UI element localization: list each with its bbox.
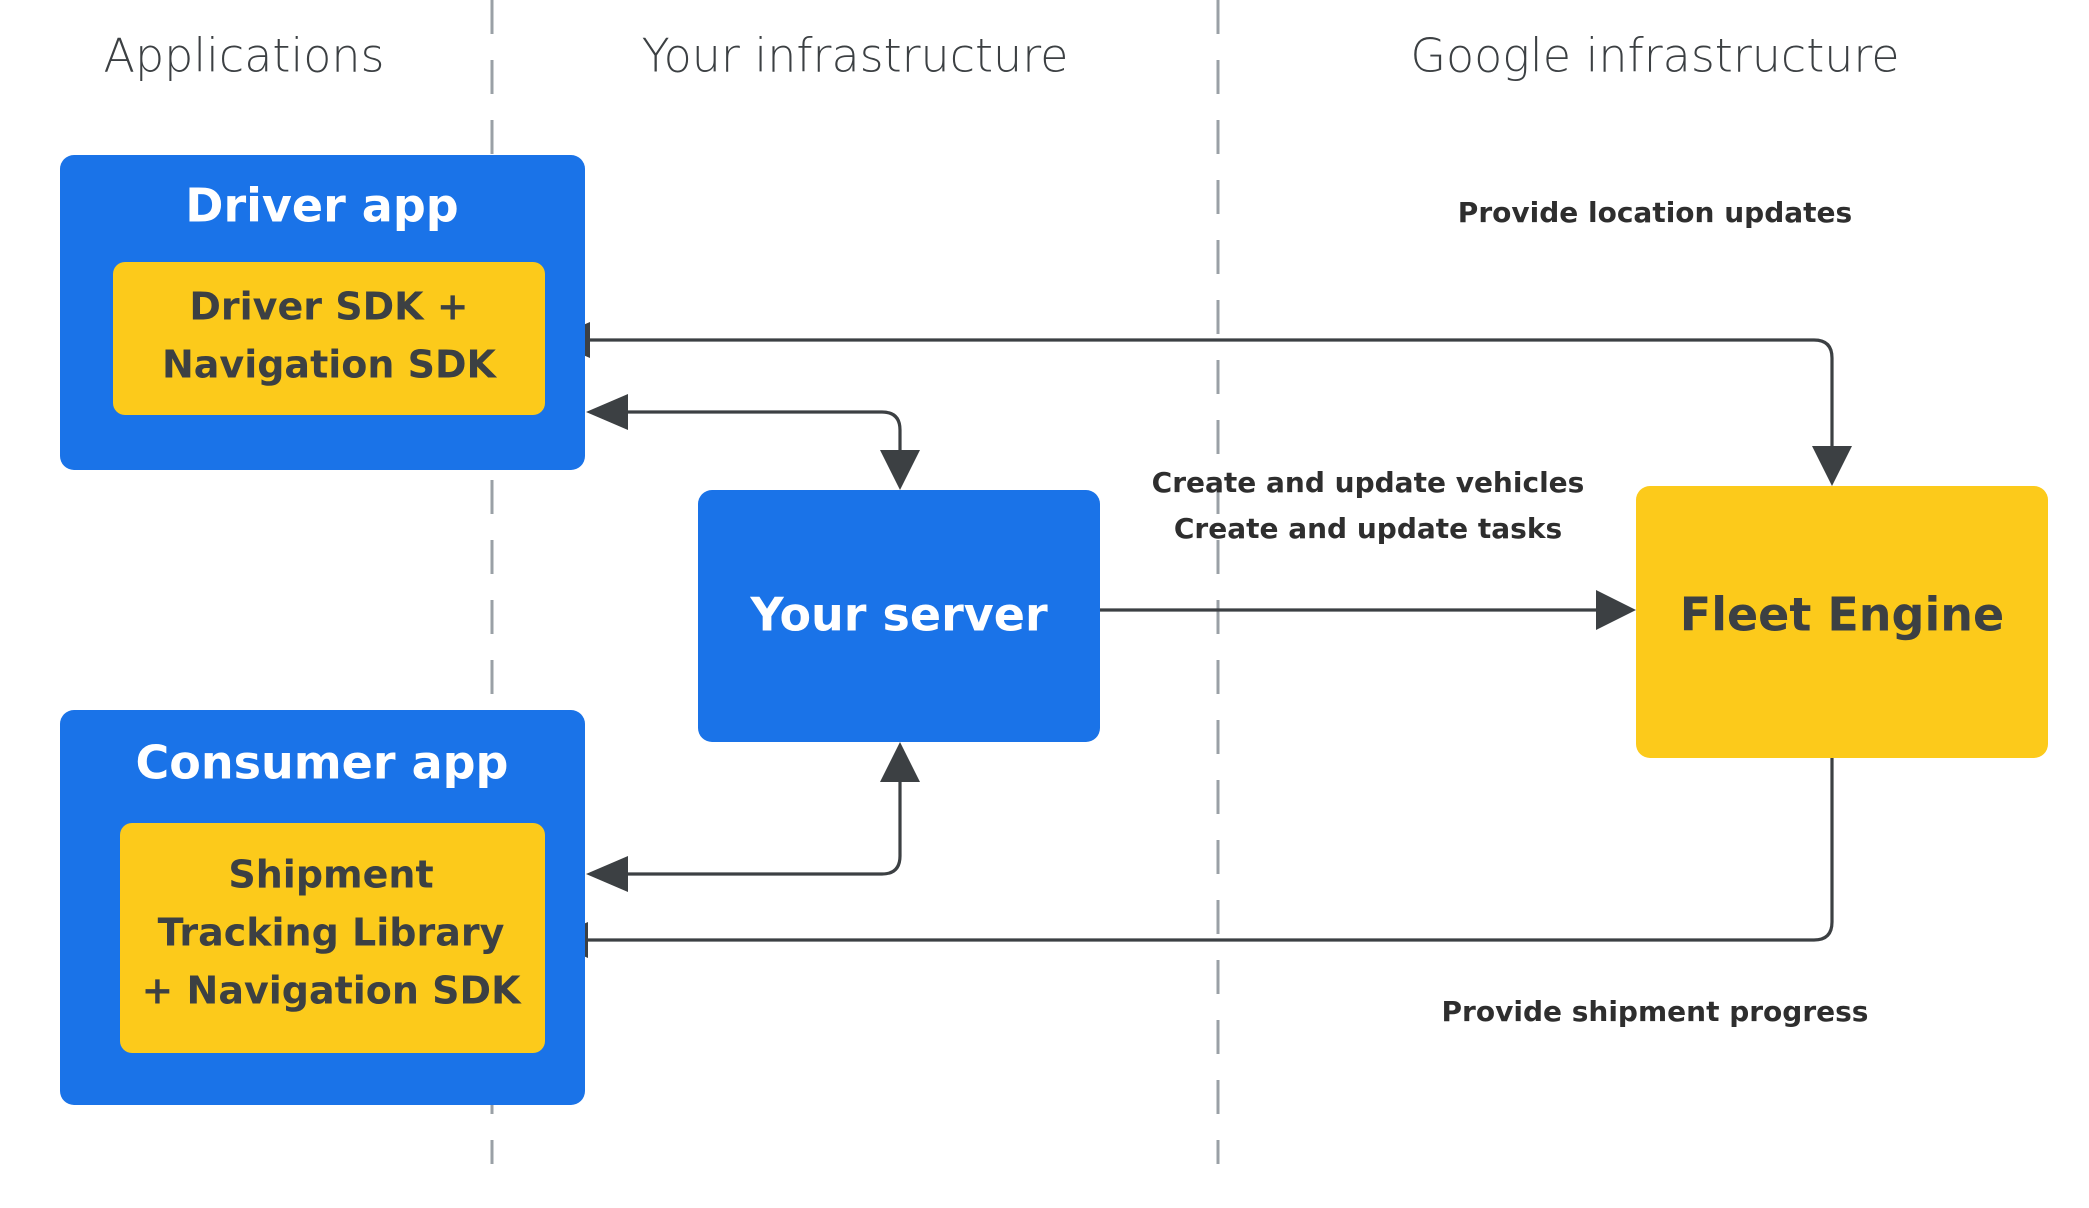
column-header-your-infrastructure: Your infrastructure [642, 29, 1069, 83]
column-header-google-infrastructure: Google infrastructure [1410, 29, 1899, 83]
your-server-title: Your server [749, 588, 1048, 642]
driver-app-title: Driver app [185, 179, 458, 233]
edge-label-create-update-tasks: Create and update tasks [1174, 512, 1562, 545]
driver-sdk-box[interactable] [113, 262, 545, 415]
consumer-sdk-line-3: + Navigation SDK [141, 969, 522, 1013]
edge-label-provide-shipment-progress: Provide shipment progress [1442, 995, 1869, 1028]
column-header-applications: Applications [104, 29, 385, 83]
consumer-sdk-line-2: Tracking Library [158, 911, 505, 955]
consumer-sdk-line-1: Shipment [228, 853, 433, 897]
edge-create-and-update: Create and update vehicles Create and up… [1100, 466, 1636, 630]
node-driver-app[interactable]: Driver app Driver SDK + Navigation SDK [60, 155, 585, 470]
node-your-server[interactable]: Your server [698, 490, 1100, 742]
edge-label-provide-location-updates: Provide location updates [1458, 196, 1852, 229]
arrow-head-to-fleet-engine-left [1596, 590, 1636, 630]
arrow-head-to-shipment-tracking-library [586, 856, 628, 892]
node-consumer-app[interactable]: Consumer app Shipment Tracking Library +… [60, 710, 585, 1105]
your-server-box[interactable] [698, 490, 1100, 742]
fleet-engine-title: Fleet Engine [1680, 588, 2004, 642]
arrow-head-to-your-server-bottom [880, 742, 920, 782]
edge-label-create-update-vehicles: Create and update vehicles [1152, 466, 1585, 499]
arrow-head-to-fleet-engine-top [1812, 446, 1852, 486]
consumer-app-title: Consumer app [136, 736, 509, 790]
edge-server-consumer-link [586, 742, 920, 892]
arrow-head-to-your-server-top [880, 450, 920, 490]
edge-server-to-driver-and-server [586, 394, 920, 490]
fleet-engine-box[interactable] [1636, 486, 2048, 758]
driver-sdk-line-2: Navigation SDK [162, 343, 498, 387]
node-fleet-engine[interactable]: Fleet Engine [1636, 486, 2048, 758]
edge-provide-location-updates: Provide location updates [548, 196, 1852, 486]
edge-provide-shipment-progress: Provide shipment progress [546, 758, 1868, 1028]
shipment-tracking-library-box[interactable] [120, 823, 545, 1053]
driver-sdk-line-1: Driver SDK + [189, 285, 468, 329]
arrow-head-to-driver-app [586, 394, 628, 430]
